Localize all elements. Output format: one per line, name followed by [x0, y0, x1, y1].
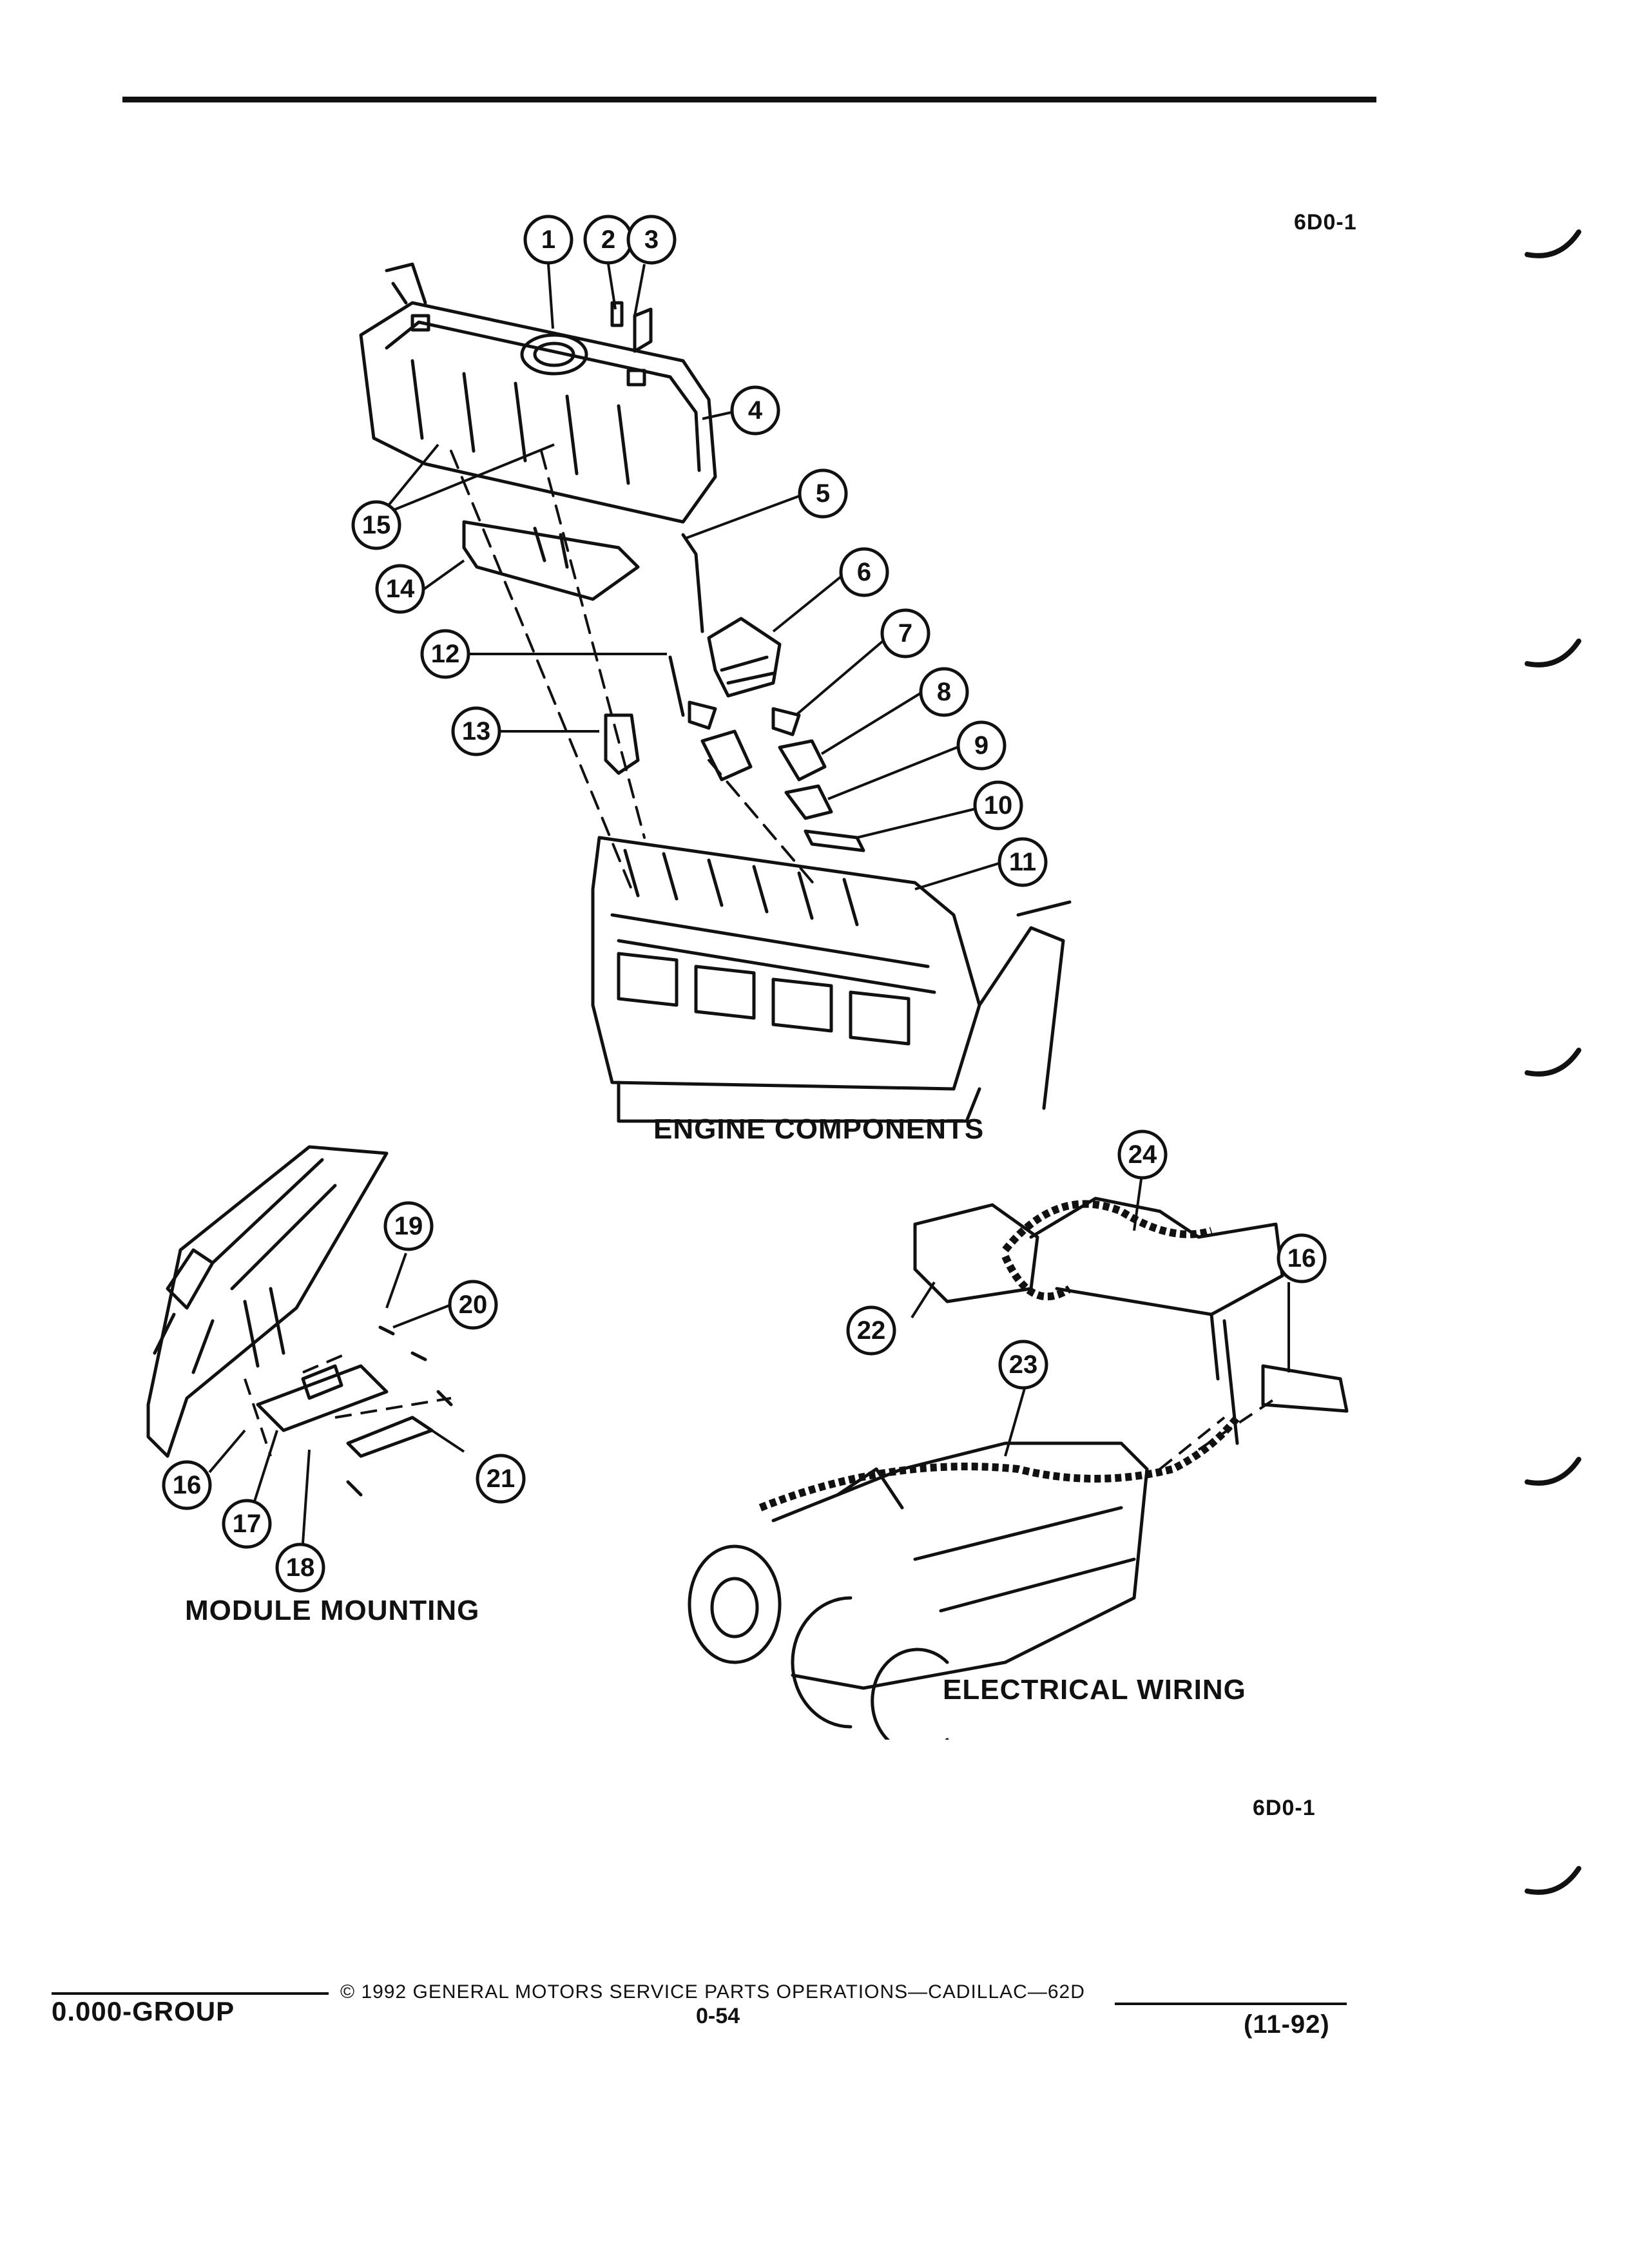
module-mounting-drawing: 16 17 18 19 20 21	[146, 1145, 526, 1593]
figure-code: 6D0-1	[1253, 1796, 1316, 1820]
callout-17: 17	[233, 1510, 262, 1538]
footer-page-number: 0-54	[696, 2004, 740, 2028]
caption-electrical-wiring: ELECTRICAL WIRING	[943, 1674, 1246, 1706]
callout-5: 5	[816, 479, 830, 508]
caption-engine-components: ENGINE COMPONENTS	[653, 1113, 985, 1145]
top-rule	[122, 97, 1376, 102]
callout-20: 20	[459, 1291, 488, 1319]
callout-8: 8	[937, 678, 951, 706]
callout-21: 21	[487, 1465, 516, 1493]
callout-16: 16	[173, 1471, 202, 1499]
callout-14: 14	[386, 575, 415, 603]
callout-12: 12	[431, 640, 460, 668]
callout-6: 6	[857, 558, 871, 586]
callout-22: 22	[857, 1316, 886, 1345]
callout-24: 24	[1128, 1140, 1157, 1169]
callout-15: 15	[362, 511, 391, 539]
callout-19: 19	[394, 1212, 423, 1240]
callout-7: 7	[898, 619, 912, 648]
callout-9: 9	[974, 731, 988, 760]
engine-components-drawing: 1 2 3 4 5 6 7 8 9 10 11 12 13 14 15	[351, 215, 1072, 1123]
footer-rule-left	[52, 1992, 329, 1995]
callout-18: 18	[286, 1553, 315, 1582]
callout-11: 11	[1009, 848, 1036, 876]
callout-4: 4	[748, 396, 763, 425]
callout-23: 23	[1009, 1350, 1038, 1379]
footer-group: 0.000-GROUP	[52, 1996, 235, 2026]
electrical-wiring-drawing: 24 22 23 16	[688, 1129, 1349, 1740]
callout-13: 13	[462, 717, 491, 745]
callout-2: 2	[601, 226, 615, 254]
callout-1: 1	[541, 226, 555, 254]
binding-marks	[1525, 229, 1581, 1895]
baffle	[462, 520, 640, 601]
callout-16-wiring: 16	[1287, 1244, 1316, 1273]
footer-date: (11-92)	[1244, 2010, 1330, 2039]
oil-fill-cap	[520, 333, 588, 376]
caption-module-mounting: MODULE MOUNTING	[185, 1595, 480, 1626]
callout-3: 3	[644, 226, 659, 254]
cylinder-head	[591, 836, 981, 1091]
footer-rule-right	[1115, 2003, 1347, 2005]
header-code: 6D0-1	[1294, 210, 1357, 235]
footer-copyright: © 1992 GENERAL MOTORS SERVICE PARTS OPER…	[340, 1981, 1085, 2003]
valve-cover	[359, 301, 717, 524]
callout-10: 10	[984, 791, 1013, 820]
